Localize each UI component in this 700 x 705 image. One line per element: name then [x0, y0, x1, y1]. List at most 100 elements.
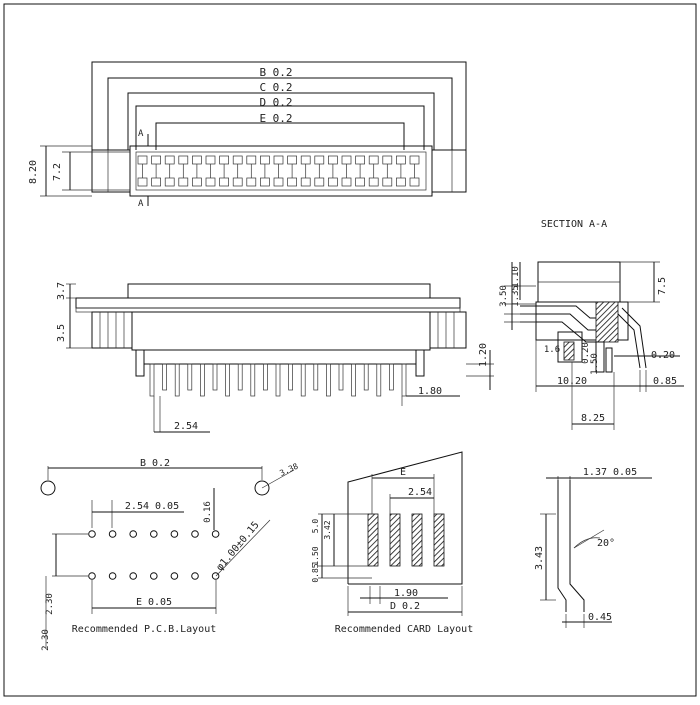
- contact-slot-upper: [219, 155, 229, 165]
- pin: [313, 363, 319, 391]
- svg-text:0.20: 0.20: [581, 342, 591, 364]
- pcb-hole: [170, 572, 179, 580]
- pin: [225, 363, 230, 397]
- pin: [288, 363, 293, 391]
- svg-text:0.85: 0.85: [311, 563, 320, 582]
- contact-slot-upper: [314, 155, 325, 165]
- dim-b-label: B 0.2: [259, 66, 292, 79]
- pin-row: [149, 363, 407, 397]
- svg-text:7.5: 7.5: [657, 277, 668, 295]
- section-dim-right-small: 0.20: [651, 350, 675, 361]
- pin: [300, 363, 306, 397]
- pcb-hole: [88, 530, 96, 538]
- dim-c-label: C 0.2: [259, 81, 292, 94]
- svg-text:D 0.2: D 0.2: [390, 601, 420, 612]
- top-view: B 0.2 C 0.2 D 0.2 E 0.2 A A 8.20 7.2: [28, 61, 467, 209]
- card-width-label: 1.90: [394, 588, 418, 599]
- contact-slot-upper: [164, 155, 175, 165]
- contact-slot-upper: [328, 155, 338, 165]
- contact-slot-lower: [328, 177, 338, 187]
- contact-slot-lower: [192, 177, 202, 187]
- pin: [237, 363, 243, 391]
- svg-text:1.20: 1.20: [478, 343, 489, 367]
- svg-text:B 0.2: B 0.2: [259, 66, 292, 79]
- svg-text:φ1.00±0.15: φ1.00±0.15: [215, 520, 262, 573]
- pin-detail: 1.37 0.05 20° 3.43 0.45: [534, 467, 652, 628]
- contact-slot-lower: [260, 177, 270, 187]
- pin: [187, 363, 193, 391]
- contact-slot-lower: [205, 177, 216, 187]
- svg-text:2.54 0.05: 2.54 0.05: [125, 501, 179, 512]
- svg-text:1.35: 1.35: [511, 285, 521, 307]
- svg-text:0.45: 0.45: [588, 612, 612, 623]
- svg-text:8.20: 8.20: [28, 160, 39, 184]
- pin: [149, 363, 155, 397]
- contact-slot-upper: [396, 155, 406, 165]
- contact-slot-upper: [355, 155, 365, 165]
- svg-text:3.43: 3.43: [534, 546, 545, 570]
- pcb-hole: [129, 530, 137, 538]
- svg-text:3.50: 3.50: [499, 285, 509, 307]
- height-outer-label: 8.20: [28, 160, 39, 184]
- card-pad: [411, 513, 423, 567]
- contact-slot-lower: [232, 177, 243, 187]
- card-pad: [389, 513, 401, 567]
- contact-slot-lower: [382, 177, 393, 187]
- dim-lower-label: 3.5: [56, 324, 67, 342]
- pin: [401, 363, 407, 397]
- section-dim-top: 7.5: [657, 277, 668, 295]
- section-dim-left-b: 1.10: [511, 266, 521, 288]
- contact-slot-upper: [260, 155, 270, 165]
- contact-slot-upper: [246, 155, 257, 165]
- svg-text:0.20: 0.20: [651, 350, 675, 361]
- svg-text:E 0.2: E 0.2: [259, 112, 292, 125]
- pcb-holes: [88, 530, 220, 580]
- contact-slot-upper: [178, 155, 189, 165]
- contact-slot-lower: [151, 177, 161, 187]
- pin-width-label: 2.54: [174, 421, 198, 432]
- contact-slot-upper: [232, 155, 243, 165]
- card-dim-v3: 1.50: [311, 546, 320, 565]
- section-dim-bottom-c: 8.25: [581, 413, 605, 424]
- section-title: SECTION A-A: [541, 219, 607, 230]
- pcb-hole: [150, 572, 158, 580]
- pin-length-label: 3.43: [534, 546, 545, 570]
- card-pad: [433, 513, 445, 567]
- pin: [376, 363, 382, 397]
- section-dim-left-c: 1.35: [511, 285, 521, 307]
- svg-text:B 0.2: B 0.2: [140, 458, 170, 469]
- contact-slot-upper: [368, 155, 379, 165]
- pcb-dim-b: B 0.2: [140, 458, 170, 469]
- contact-slots: [137, 155, 420, 187]
- svg-text:Recommended CARD Layout: Recommended CARD Layout: [335, 624, 473, 635]
- pcb-hole-label: 3.38: [278, 462, 299, 478]
- svg-text:E: E: [400, 467, 406, 478]
- contact-slot-upper: [382, 155, 393, 165]
- dim-d-label: D 0.2: [259, 96, 292, 109]
- section-dim-mid-a: 1.6: [544, 345, 560, 355]
- pin-offset-label: 1.20: [478, 343, 489, 367]
- contact-slot-lower: [368, 177, 379, 187]
- pcb-hole: [108, 572, 117, 580]
- pcb-dim-left: 2.30: [45, 593, 55, 615]
- card-pitch-label: 2.54: [408, 487, 432, 498]
- pcb-title: Recommended P.C.B.Layout: [72, 624, 217, 635]
- card-pad: [367, 513, 379, 567]
- sheet-border: [3, 3, 697, 697]
- svg-text:2.30: 2.30: [41, 629, 51, 651]
- section-mark-top: A: [138, 129, 144, 139]
- pin: [326, 363, 331, 397]
- pcb-hole: [211, 572, 220, 580]
- pin: [250, 363, 256, 397]
- pin: [351, 363, 356, 397]
- svg-text:1.90: 1.90: [394, 588, 418, 599]
- contact-slot-upper: [151, 155, 161, 165]
- contact-slot-upper: [205, 155, 216, 165]
- contact-slot-lower: [164, 177, 175, 187]
- contact-slot-upper: [192, 155, 202, 165]
- contact-slot-lower: [287, 177, 297, 187]
- card-pads: [367, 513, 445, 567]
- pin: [174, 363, 180, 397]
- svg-text:2.30: 2.30: [45, 593, 55, 615]
